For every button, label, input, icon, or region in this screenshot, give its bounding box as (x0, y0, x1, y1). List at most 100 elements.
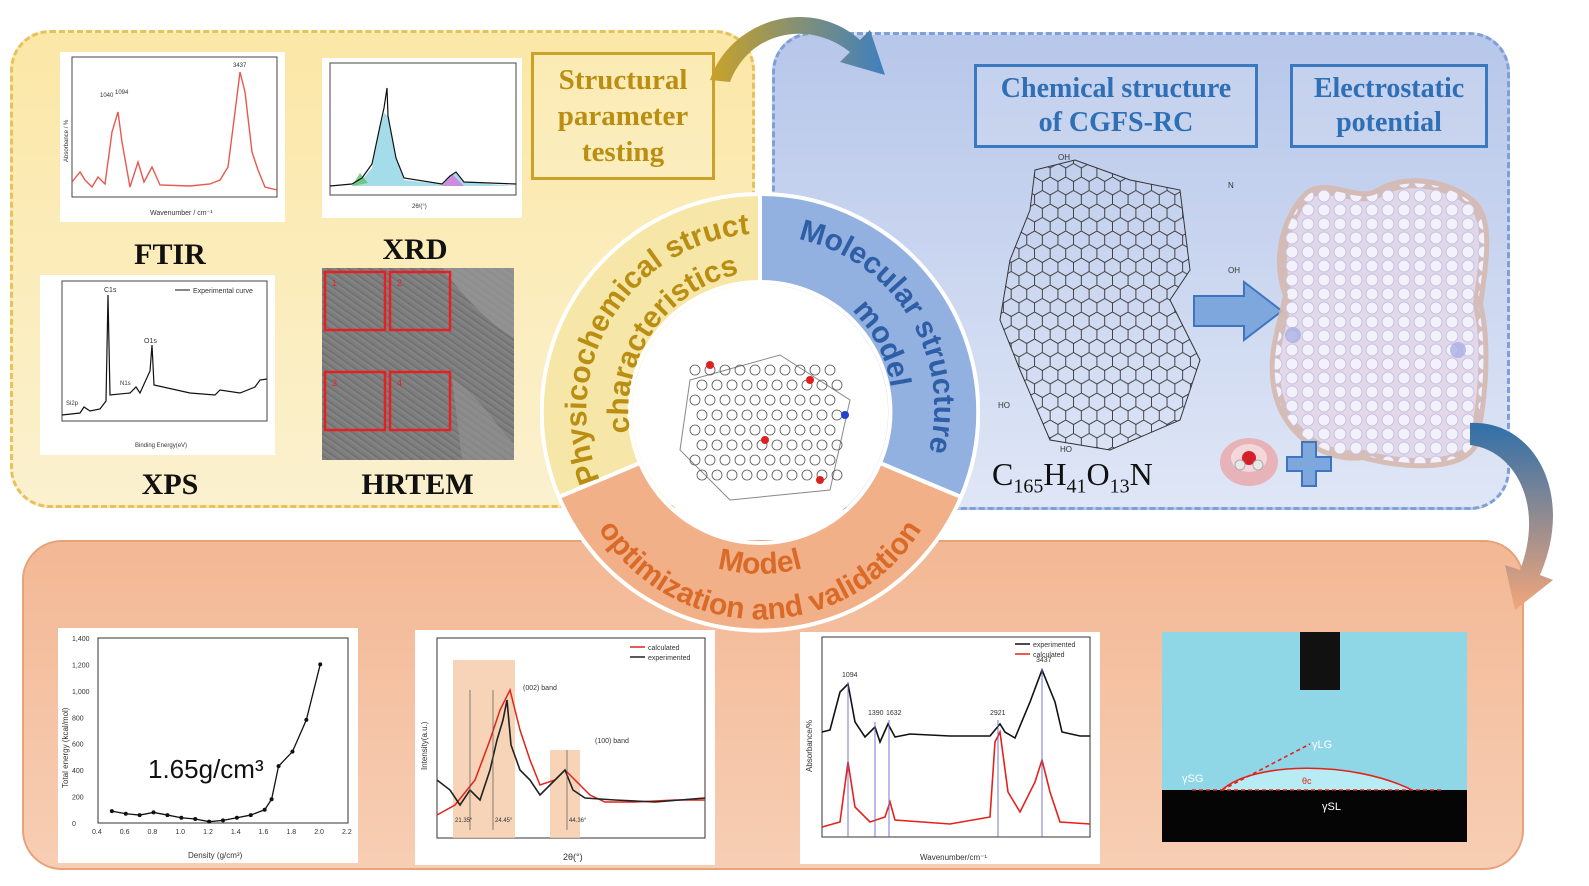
xrd-x-label: 2θ/(°) (412, 204, 427, 210)
carbon-ring (734, 394, 746, 406)
carbon-ring (756, 469, 768, 481)
carbon-ring (734, 454, 746, 466)
carbon-ring (779, 364, 791, 376)
density-data-point (193, 817, 198, 822)
carbon-ring (749, 424, 761, 436)
chemical-structure-label: Chemical structure of CGFS-RC (974, 64, 1258, 148)
density-x-tick: 2.2 (342, 829, 352, 836)
carbon-ring (831, 469, 843, 481)
oh-group-label: OH (1228, 266, 1240, 275)
carbon-ring (771, 379, 783, 391)
xrd-label: XRD (382, 233, 448, 266)
xrd-legend-calculated: calculated (648, 645, 680, 652)
carbon-ring (801, 409, 813, 421)
formula-h: H (1043, 456, 1067, 492)
carbon-ring (809, 394, 821, 406)
contact-angle-image: γLG γSG γSL θc (1162, 632, 1467, 842)
carbon-ring (741, 379, 753, 391)
carbon-ring (704, 454, 716, 466)
ftir-x-label: Wavenumber / cm⁻¹ (150, 210, 213, 217)
carbon-ring (809, 454, 821, 466)
density-series-line (111, 664, 321, 823)
carbon-ring (711, 379, 723, 391)
carbon-ring (794, 364, 806, 376)
ftir-comparison-peak: 2921 (990, 710, 1006, 717)
carbon-ring (741, 439, 753, 451)
formula-o: O (1086, 456, 1110, 492)
hrtem-label: HRTEM (361, 468, 474, 501)
density-x-tick: 1.8 (286, 829, 296, 836)
carbon-ring (696, 379, 708, 391)
carbon-ring (689, 394, 701, 406)
xrd-mark-1: 21.35° (455, 818, 473, 824)
xrd-mark-2: 24.45° (495, 818, 513, 824)
structural-parameter-label: Structural parameter testing (531, 52, 715, 180)
carbon-ring (779, 394, 791, 406)
carbon-ring (689, 424, 701, 436)
carbon-ring (801, 469, 813, 481)
carbon-ring (696, 469, 708, 481)
carbon-ring (711, 409, 723, 421)
electrostatic-potential-label: Electrostatic potential (1290, 64, 1488, 148)
density-data-point (276, 764, 281, 769)
segment-model-line1: Model (716, 543, 805, 581)
carbon-ring (816, 439, 828, 451)
carbon-ring (786, 379, 798, 391)
oh-group-label: OH (1058, 153, 1070, 162)
density-y-tick: 1,000 (72, 689, 90, 696)
density-data-point (165, 813, 170, 818)
ftir-legend-calculated: calculated (1033, 652, 1065, 659)
density-x-label: Density (g/cm³) (188, 851, 243, 860)
ftir-comparison-peak: 3437 (1036, 657, 1052, 664)
n-group-label: N (1228, 181, 1234, 190)
xrd-legend-experimented: experimented (648, 655, 691, 662)
carbon-ring (816, 379, 828, 391)
carbon-ring (741, 469, 753, 481)
density-x-tick: 1.6 (259, 829, 269, 836)
carbon-ring (764, 364, 776, 376)
carbon-ring (711, 439, 723, 451)
carbon-ring (749, 454, 761, 466)
density-data-point (318, 662, 323, 667)
carbon-ring (771, 409, 783, 421)
density-y-tick: 800 (72, 715, 84, 722)
hrtem-region-4: 4 (397, 378, 402, 388)
density-data-point (269, 797, 274, 802)
hrtem-region-3: 3 (332, 378, 337, 388)
ftir-legend-experimented: experimented (1033, 642, 1076, 649)
carbon-ring (749, 364, 761, 376)
ftir-comparison-peak: 1390 (868, 710, 884, 717)
carbon-ring (711, 469, 723, 481)
formula-c-count: 165 (1013, 475, 1044, 498)
density-data-point (207, 819, 212, 824)
carbon-ring (719, 424, 731, 436)
carbon-ring (741, 409, 753, 421)
carbon-ring (824, 364, 836, 376)
center-cycle-diagram: Physicochemical structure characteristic… (531, 154, 981, 640)
density-data-point (234, 815, 239, 820)
molecular-formula: C165H41O13N (992, 456, 1222, 498)
ho-group-label: HO (998, 401, 1010, 410)
xps-legend: Experimental curve (193, 288, 253, 295)
hrtem-region-1: 1 (332, 278, 337, 288)
formula-o-count: 13 (1109, 475, 1130, 498)
xps-x-label: Binding Energy(eV) (135, 443, 187, 449)
density-y-tick: 400 (72, 768, 84, 775)
formula-n: N (1129, 456, 1153, 492)
carbon-ring (779, 454, 791, 466)
carbon-ring (794, 454, 806, 466)
carbon-ring (801, 439, 813, 451)
density-x-tick: 2.0 (314, 829, 324, 836)
density-y-tick: 1,200 (72, 662, 90, 669)
carbon-ring (756, 379, 768, 391)
density-x-tick: 1.0 (175, 829, 185, 836)
ftir-peak-label: 1094 (115, 90, 129, 96)
carbon-ring (794, 394, 806, 406)
carbon-ring (734, 364, 746, 376)
carbon-ring (786, 409, 798, 421)
contact-gamma-lg: γLG (1312, 739, 1332, 751)
carbon-ring (779, 424, 791, 436)
carbon-ring (719, 364, 731, 376)
ftir-label: FTIR (134, 238, 206, 271)
svg-text:Model: Model (716, 543, 805, 581)
